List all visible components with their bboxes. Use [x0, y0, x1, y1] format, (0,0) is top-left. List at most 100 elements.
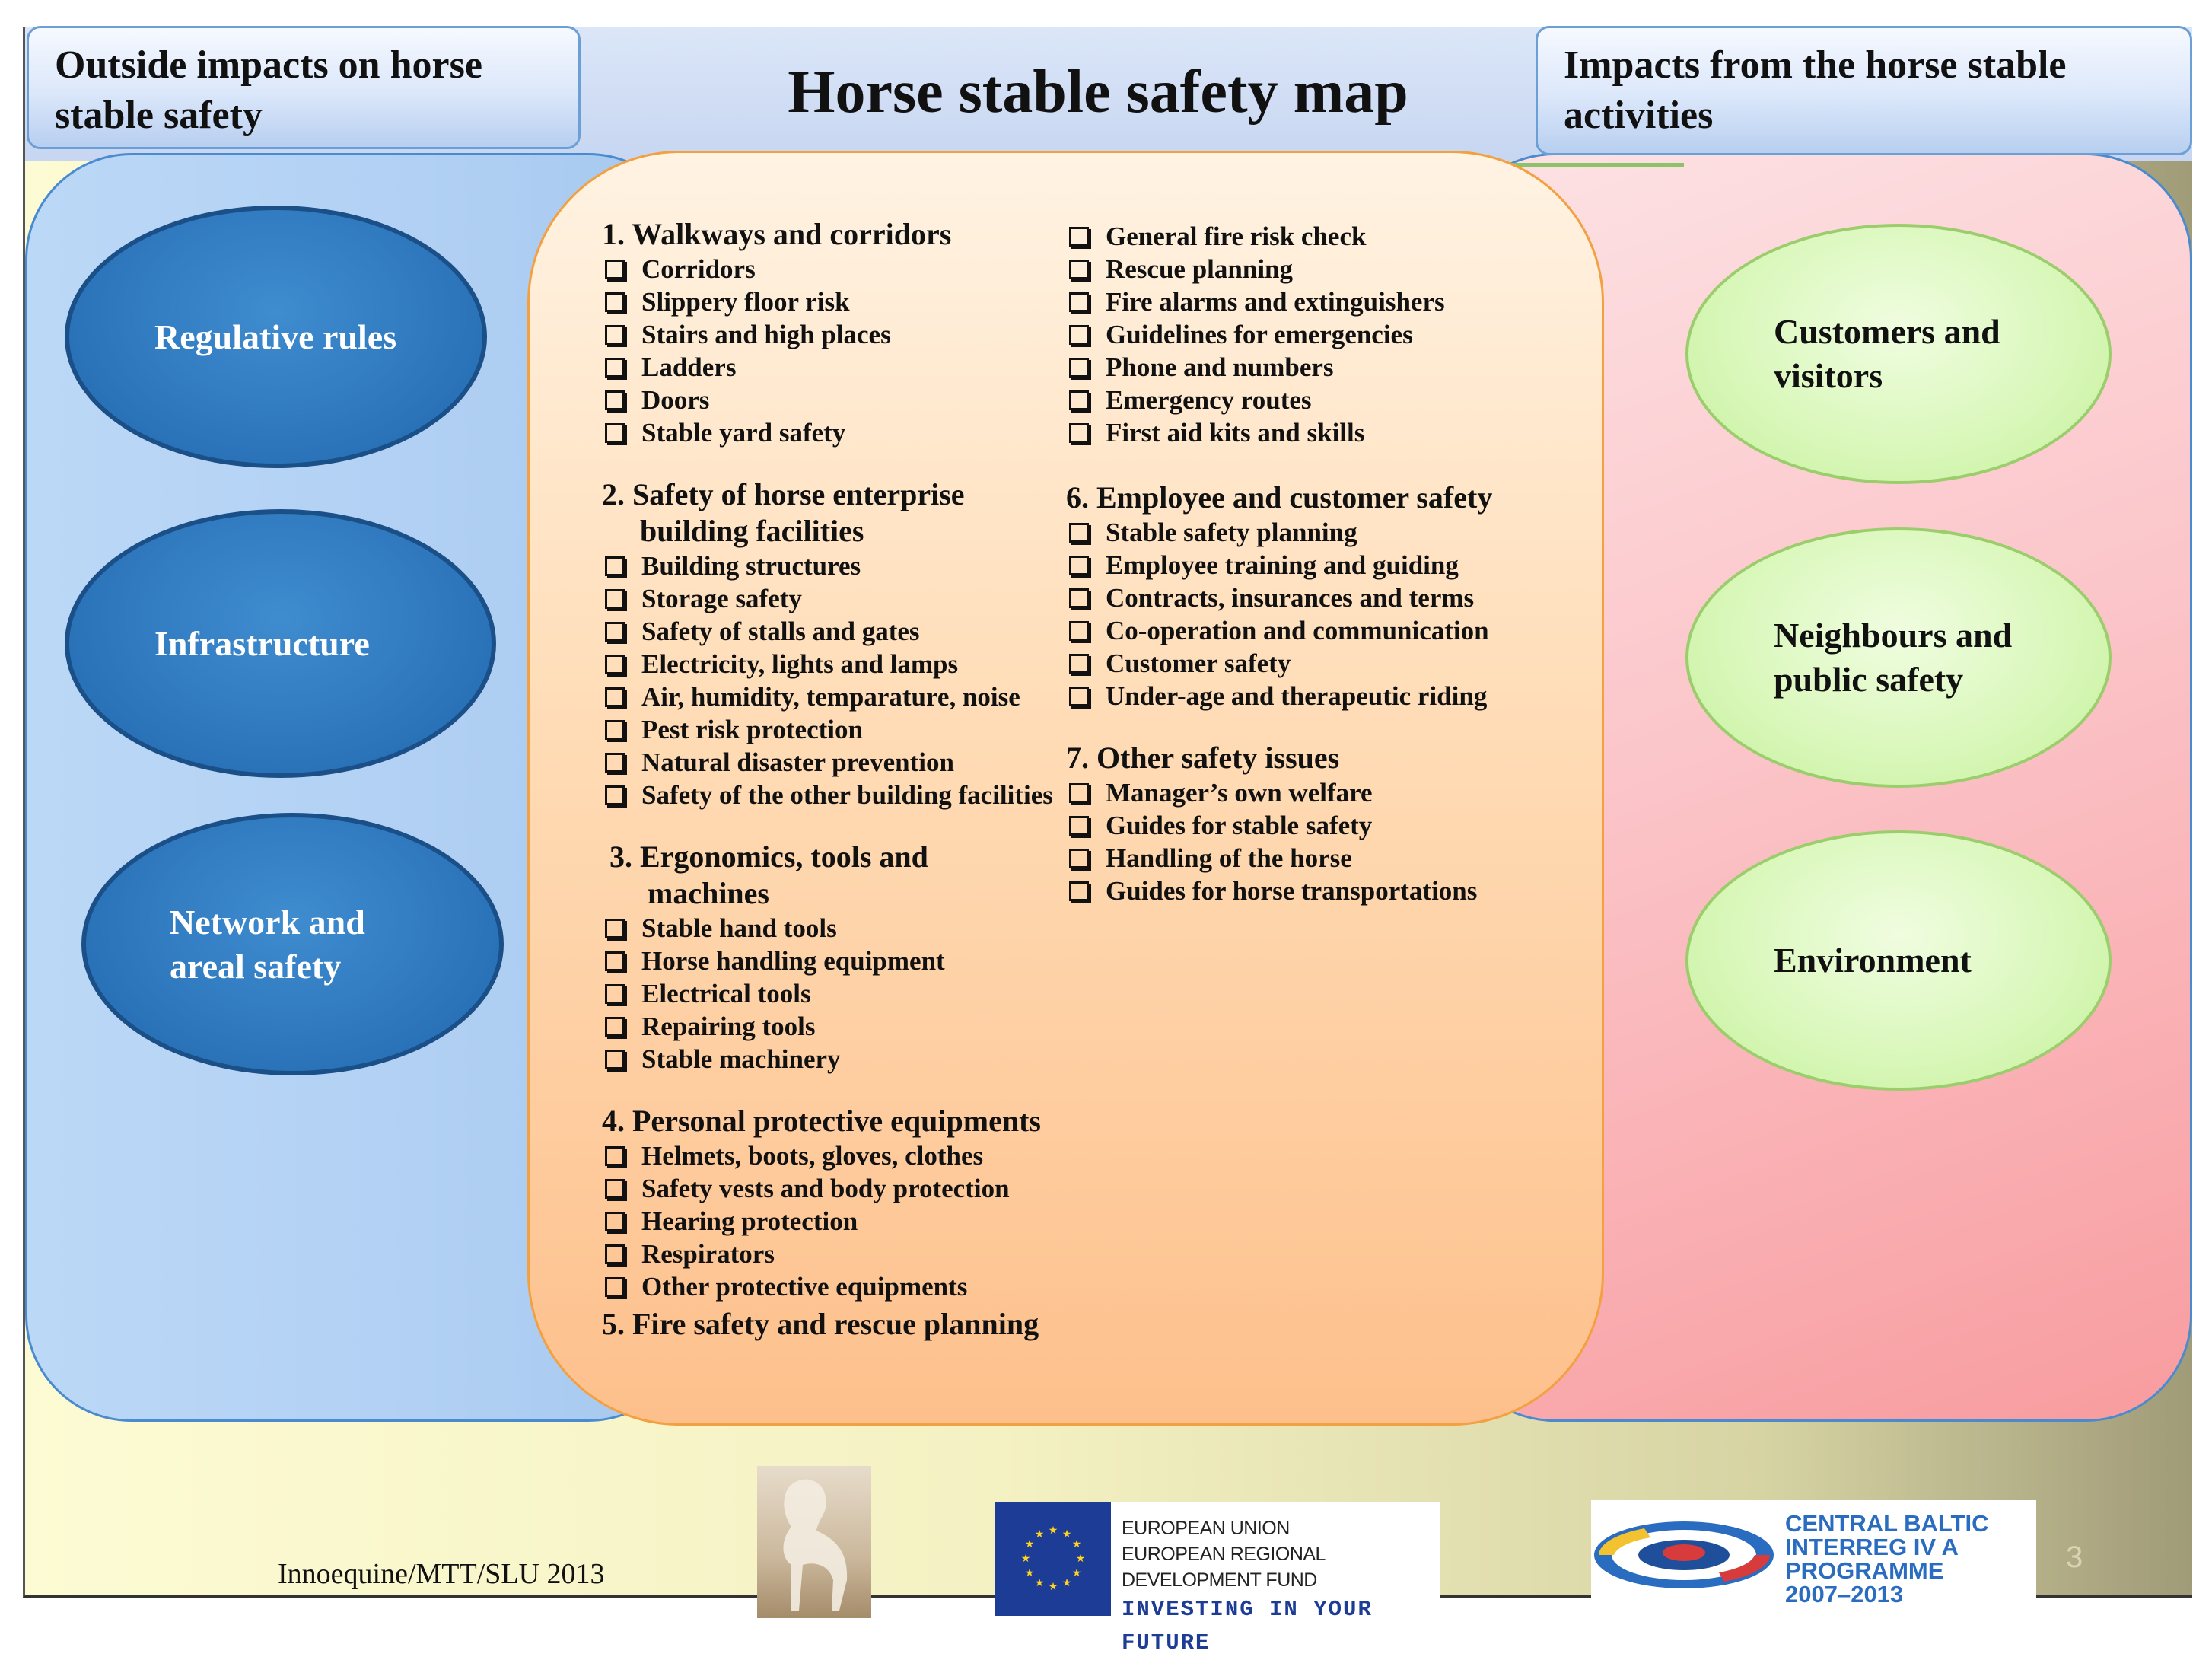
checkbox-icon — [605, 621, 625, 642]
checkbox-icon — [1069, 357, 1089, 378]
footer-credit: Innoequine/MTT/SLU 2013 — [278, 1558, 605, 1590]
checklist-item: Stable machinery — [602, 1043, 1089, 1075]
section-ergonomics: 3. Ergonomics, tools and machines — [602, 839, 1089, 912]
oval-label-line2: areal safety — [170, 946, 342, 986]
checkbox-icon — [605, 588, 625, 609]
checklist-item-label: Employee training and guiding — [1106, 550, 1459, 580]
checklist-item: Handling of the horse — [1066, 842, 1561, 875]
checklist-item: Helmets, boots, gloves, clothes — [602, 1139, 1089, 1172]
svg-text:★: ★ — [1049, 1581, 1058, 1593]
checkbox-icon — [1069, 555, 1089, 575]
checkbox-icon — [1069, 620, 1089, 641]
checklist-item-label: Helmets, boots, gloves, clothes — [641, 1141, 984, 1171]
checklist-item: Contracts, insurances and terms — [1066, 581, 1561, 614]
central-baltic-text: CENTRAL BALTIC INTERREG IV A PROGRAMME 2… — [1778, 1512, 1989, 1606]
checklist-item-label: Guides for stable safety — [1106, 811, 1373, 840]
oval-label: Infrastructure — [154, 623, 370, 663]
checklist-item-label: Ladders — [641, 352, 737, 382]
checkbox-icon — [605, 1276, 625, 1297]
svg-text:★: ★ — [1062, 1528, 1072, 1541]
svg-text:★: ★ — [1049, 1525, 1058, 1537]
oval-label-line2: visitors — [1774, 356, 1883, 395]
checklist-item: Electricity, lights and lamps — [602, 648, 1089, 680]
checkbox-icon — [1069, 259, 1089, 279]
checklist-item-label: Hearing protection — [641, 1206, 858, 1236]
checklist-item: Safety of the other building facilities — [602, 779, 1089, 811]
checklist-item: Co-operation and communication — [1066, 614, 1561, 647]
checklist-item-label: Guidelines for emergencies — [1106, 320, 1413, 349]
section-title: 7. Other safety issues — [1066, 741, 1340, 775]
checklist-item-label: Stable yard safety — [641, 418, 846, 448]
section-employee-customer: 6. Employee and customer safety Stable s… — [1066, 480, 1561, 712]
svg-text:★: ★ — [1035, 1528, 1045, 1541]
svg-text:★: ★ — [1076, 1553, 1086, 1565]
checklist-item-label: Phone and numbers — [1106, 352, 1334, 382]
checklist-item-label: Building structures — [641, 551, 861, 581]
checklist-item-label: Rescue planning — [1106, 254, 1294, 284]
checkbox-icon — [605, 1178, 625, 1199]
accent-line — [1494, 163, 1684, 167]
checkbox-icon — [1069, 848, 1089, 868]
section-title: 1. Walkways and corridors — [602, 217, 952, 251]
checkbox-icon — [605, 983, 625, 1004]
checkbox-icon — [605, 259, 625, 279]
checklist-item-label: Manager’s own welfare — [1106, 778, 1373, 808]
checklist-item: Guidelines for emergencies — [1066, 318, 1561, 351]
checklist-item-label: Safety of stalls and gates — [641, 617, 920, 646]
outside-impacts-header: Outside impacts on horse stable safety — [27, 26, 581, 149]
cb-line2: INTERREG IV A — [1785, 1533, 1959, 1560]
checklist-item: Guides for horse transportations — [1066, 875, 1561, 907]
checkbox-icon — [605, 1016, 625, 1037]
infrastructure-oval: Infrastructure — [65, 509, 496, 778]
cb-line1: CENTRAL BALTIC — [1785, 1509, 1989, 1537]
oval-label-line1: Neighbours and — [1774, 616, 2013, 655]
checklist-item: Storage safety — [602, 582, 1089, 615]
checkbox-icon — [605, 292, 625, 312]
section-other-issues: 7. Other safety issues Manager’s own wel… — [1066, 740, 1561, 907]
checklist-item: Repairing tools — [602, 1010, 1089, 1043]
checkbox-icon — [1069, 881, 1089, 901]
checkbox-icon — [605, 719, 625, 740]
checklist-item: Safety of stalls and gates — [602, 615, 1089, 648]
checklist-item: Stable hand tools — [602, 912, 1089, 945]
checkbox-icon — [605, 951, 625, 971]
checkbox-icon — [1069, 292, 1089, 312]
checklist-item-label: Co-operation and communication — [1106, 616, 1489, 645]
checklist-item: Rescue planning — [1066, 253, 1561, 285]
checkbox-icon — [1069, 653, 1089, 674]
checkbox-icon — [1069, 522, 1089, 543]
section-title-line1: 3. Ergonomics, tools and — [609, 840, 928, 874]
cb-line3: PROGRAMME — [1785, 1556, 1944, 1584]
checklist-item-label: Doors — [641, 385, 710, 415]
checklist-item-label: Under-age and therapeutic riding — [1106, 681, 1488, 711]
checklist-item-label: Handling of the horse — [1106, 843, 1352, 873]
checkbox-icon — [1069, 324, 1089, 345]
checkbox-icon — [1069, 686, 1089, 706]
outside-impacts-line1: Outside impacts on horse — [55, 43, 482, 87]
checkbox-icon — [605, 785, 625, 805]
checklist-item: Employee training and guiding — [1066, 549, 1561, 581]
checklist-item: Horse handling equipment — [602, 945, 1089, 977]
svg-text:★: ★ — [1025, 1538, 1035, 1550]
oval-label-line1: Network and — [170, 902, 365, 942]
checkbox-icon — [1069, 588, 1089, 608]
network-areal-safety-oval: Network and areal safety — [81, 813, 504, 1075]
section-title-line1: 2. Safety of horse enterprise — [602, 477, 965, 511]
checkbox-icon — [605, 422, 625, 443]
stable-activities-line1: Impacts from the horse stable — [1564, 43, 2067, 87]
eu-line1: EUROPEAN UNION — [1122, 1518, 1290, 1539]
checklist-item: Guides for stable safety — [1066, 809, 1561, 842]
checklist-item-label: Electrical tools — [641, 979, 811, 1008]
checkbox-icon — [605, 1244, 625, 1264]
section-protective-equipment: 4. Personal protective equipments Helmet… — [602, 1103, 1089, 1303]
checklist-item-label: Pest risk protection — [641, 715, 863, 744]
checklist-item-label: Respirators — [641, 1239, 775, 1269]
svg-text:★: ★ — [1035, 1577, 1045, 1589]
section-title: 5. Fire safety and rescue planning — [602, 1307, 1039, 1341]
checklist-item-label: Air, humidity, temparature, noise — [641, 682, 1020, 712]
checklist-item: Manager’s own welfare — [1066, 776, 1561, 809]
